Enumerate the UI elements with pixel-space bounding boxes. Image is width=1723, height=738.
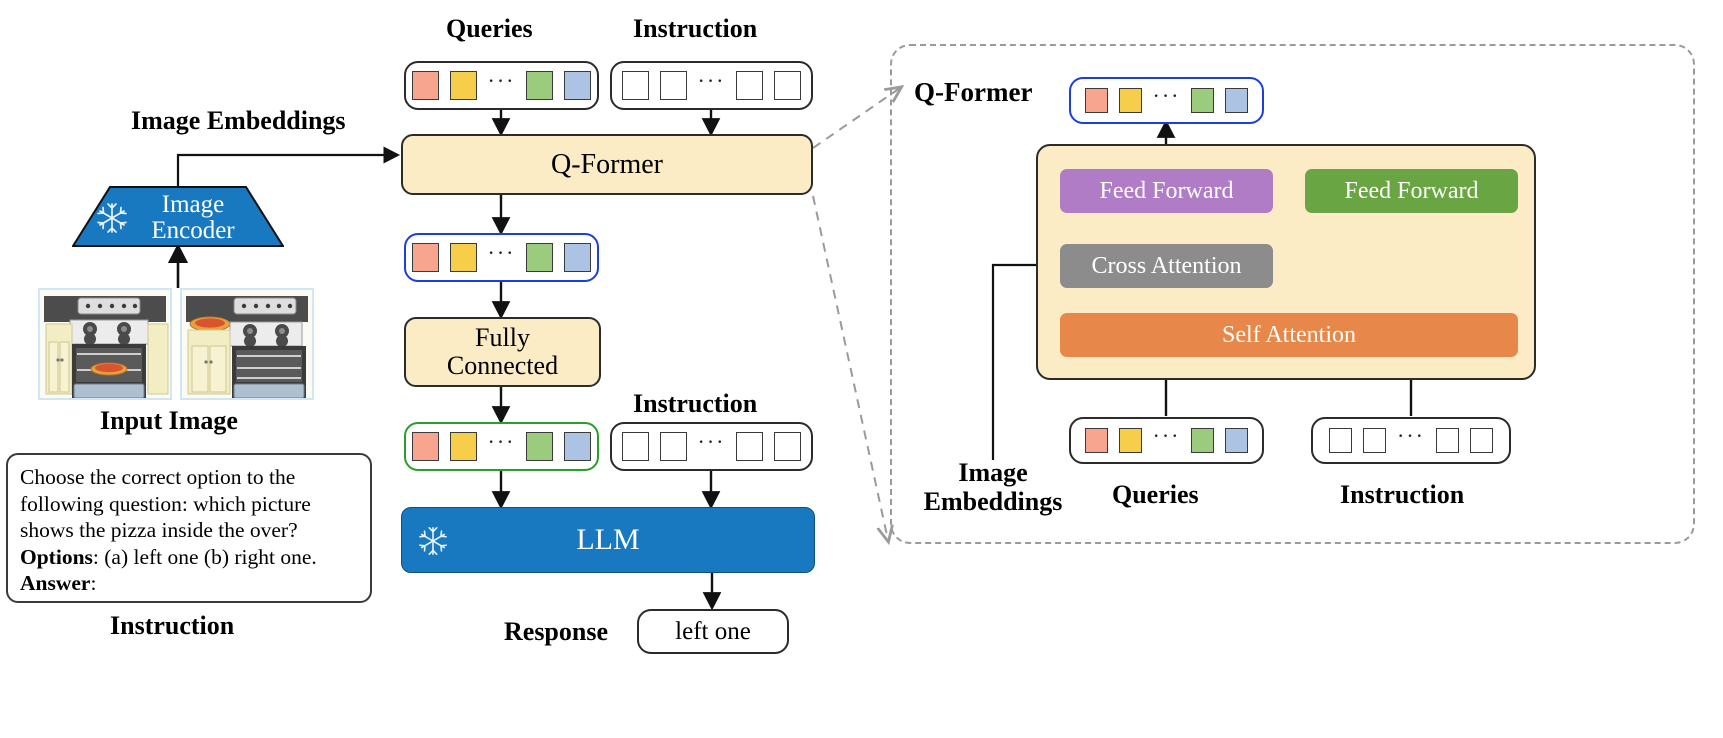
query-token-3 (1191, 428, 1215, 453)
query-token-4 (564, 71, 592, 100)
output-token-1 (411, 243, 439, 272)
ellipsis: ··· (1152, 82, 1181, 108)
query-token-1 (411, 71, 439, 100)
response-label: Response (504, 617, 609, 646)
instruction-token-strip-mid[interactable]: ··· (610, 422, 813, 471)
self-attention-label: Self Attention (1222, 321, 1356, 348)
projected-token-3 (526, 432, 554, 461)
ellipsis: ··· (487, 239, 516, 265)
instruction-token-2 (659, 432, 687, 461)
input-image-left[interactable] (38, 288, 172, 400)
output-token-4 (564, 243, 592, 272)
feed-forward-queries-block[interactable]: Feed Forward (1060, 169, 1273, 213)
snowflake-icon (95, 201, 129, 235)
answer-text: : (90, 571, 97, 596)
qformer-panel-title: Q-Former (914, 77, 1033, 107)
output-token-4 (1225, 88, 1249, 113)
panel-output-token-strip[interactable]: ··· (1069, 77, 1264, 124)
query-token-4 (1225, 428, 1249, 453)
feed-forward-queries-label: Feed Forward (1099, 177, 1234, 204)
instruction-token-3 (1435, 428, 1459, 453)
instruction-line-3: shows the pizza inside the over? (20, 518, 298, 543)
feed-forward-instruction-block[interactable]: Feed Forward (1305, 169, 1518, 213)
output-token-1 (1084, 88, 1108, 113)
output-token-2 (1118, 88, 1142, 113)
cross-attention-label: Cross Attention (1091, 252, 1242, 279)
query-token-3 (526, 71, 554, 100)
instruction-token-1 (1329, 428, 1352, 453)
projected-token-strip[interactable]: ··· (404, 422, 599, 471)
image-embeddings-line2: Embeddings (923, 487, 1063, 516)
instruction-token-2 (659, 71, 687, 100)
query-token-2 (449, 71, 477, 100)
ellipsis: ··· (697, 67, 726, 93)
input-image-caption: Input Image (100, 406, 238, 435)
instruction-caption: Instruction (110, 611, 235, 640)
output-token-3 (526, 243, 554, 272)
instruction-token-4 (774, 71, 802, 100)
snowflake-icon (417, 525, 449, 557)
instruction-token-3 (736, 71, 764, 100)
projected-token-4 (564, 432, 592, 461)
queries-token-strip-top[interactable]: ··· (404, 61, 599, 110)
instruction-token-4 (1469, 428, 1493, 453)
instruction-label-mid: Instruction (633, 389, 758, 418)
instruction-token-strip-top[interactable]: ··· (610, 61, 813, 110)
ellipsis: ··· (487, 428, 516, 454)
cross-attention-block[interactable]: Cross Attention (1060, 244, 1273, 288)
panel-instruction-label: Instruction (1340, 480, 1465, 509)
options-text: : (a) left one (b) right one. (92, 544, 317, 569)
qformer-detail-panel (890, 44, 1695, 544)
instruction-answer-line: Answer: (20, 570, 358, 597)
output-token-3 (1191, 88, 1215, 113)
ellipsis: ··· (1152, 422, 1181, 448)
instruction-token-1 (621, 432, 649, 461)
query-token-2 (1118, 428, 1142, 453)
qformer-label: Q-Former (551, 148, 663, 180)
image-encoder-label-line1: Image (161, 190, 225, 218)
llm-label: LLM (576, 523, 640, 556)
ellipsis: ··· (1397, 422, 1425, 448)
instruction-card[interactable]: Choose the correct option to the followi… (6, 453, 372, 603)
options-label: Options (20, 544, 93, 569)
ellipsis: ··· (487, 67, 516, 93)
answer-label: Answer (20, 571, 91, 596)
panel-image-embeddings-label: Image Embeddings (908, 457, 1078, 519)
image-encoder-block[interactable]: Image Encoder (72, 186, 284, 247)
projected-token-1 (411, 432, 439, 461)
input-image-right[interactable] (180, 288, 314, 400)
queries-label-top: Queries (446, 14, 533, 43)
instruction-options-line: Options: (a) left one (b) right one. (20, 544, 358, 571)
panel-queries-label: Queries (1112, 480, 1199, 509)
output-token-2 (449, 243, 477, 272)
instruction-line-1: Choose the correct option to the (20, 465, 296, 489)
instruction-token-1 (621, 71, 649, 100)
response-box[interactable]: left one (637, 609, 789, 654)
qformer-output-token-strip[interactable]: ··· (404, 233, 599, 282)
fully-connected-label-line1: Fully (475, 323, 530, 353)
instruction-line-2: following question: which picture (20, 491, 311, 516)
self-attention-block[interactable]: Self Attention (1060, 313, 1518, 357)
qformer-block[interactable]: Q-Former (401, 134, 813, 195)
ellipsis: ··· (697, 428, 726, 454)
query-token-1 (1084, 428, 1108, 453)
instruction-token-4 (774, 432, 802, 461)
feed-forward-instruction-label: Feed Forward (1344, 177, 1479, 204)
projected-token-2 (449, 432, 477, 461)
instruction-label-top: Instruction (633, 14, 758, 43)
image-embeddings-label: Image Embeddings (131, 106, 346, 135)
panel-instruction-token-strip[interactable]: ··· (1311, 417, 1511, 464)
image-embeddings-line1: Image (958, 458, 1028, 488)
fully-connected-block[interactable]: Fully Connected (404, 317, 601, 387)
llm-block[interactable]: LLM (401, 507, 815, 573)
image-encoder-label-line2: Encoder (151, 217, 235, 244)
fully-connected-label-line2: Connected (446, 351, 559, 380)
instruction-token-2 (1363, 428, 1386, 453)
panel-queries-token-strip[interactable]: ··· (1069, 417, 1264, 464)
instruction-token-3 (736, 432, 764, 461)
response-value: left one (675, 617, 751, 645)
image-encoder-label: Image Encoder (134, 190, 252, 244)
